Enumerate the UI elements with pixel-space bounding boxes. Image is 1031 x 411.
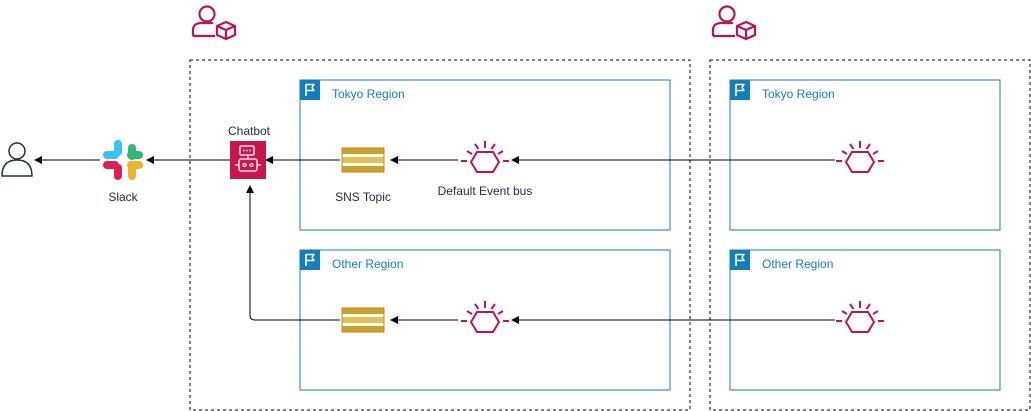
chatbot-node: Chatbot — [228, 124, 271, 179]
sns-topic-label: SNS Topic — [335, 190, 391, 204]
region-label: Other Region — [762, 257, 833, 271]
account-icon — [191, 5, 237, 41]
user-icon — [1, 142, 33, 177]
eventbridge-icon — [460, 300, 510, 333]
sns-topic-icon — [341, 307, 385, 333]
region-flag-icon — [299, 249, 321, 271]
chatbot-icon — [230, 141, 266, 179]
region-flag-icon — [299, 79, 321, 101]
slack-icon — [103, 140, 143, 180]
eventbridge-icon — [460, 140, 510, 173]
eventbridge-icon — [835, 140, 885, 173]
default-event-bus-label: Default Event bus — [438, 184, 533, 198]
account-2-boundary — [709, 59, 1031, 411]
region-account2-tokyo: Tokyo Region — [729, 79, 1001, 231]
connectors — [34, 156, 835, 324]
eventbridge-icon — [835, 300, 885, 333]
account-1-boundary — [189, 59, 691, 411]
slack-label: Slack — [108, 190, 138, 204]
region-account1-tokyo: Tokyo Region — [299, 79, 671, 231]
region-label: Other Region — [332, 257, 403, 271]
chatbot-label: Chatbot — [228, 124, 271, 138]
account-icon — [711, 5, 757, 41]
region-flag-icon — [729, 79, 751, 101]
arrow-sns-other-to-chatbot — [246, 185, 340, 321]
region-label: Tokyo Region — [332, 87, 405, 101]
region-flag-icon — [729, 249, 751, 271]
region-label: Tokyo Region — [762, 87, 835, 101]
sns-topic-icon — [341, 147, 385, 173]
